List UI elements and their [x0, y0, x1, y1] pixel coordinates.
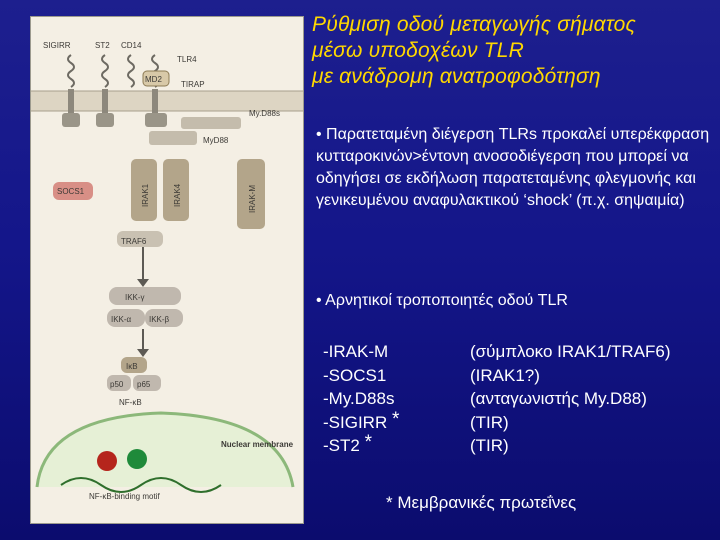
regulator-name: -ST2 * — [323, 432, 372, 455]
regulator-name: -My.D88s — [323, 389, 395, 408]
md2-label: MD2 — [145, 75, 162, 84]
irak4-node — [163, 159, 189, 221]
p65-node — [133, 375, 161, 391]
myd88s-node — [181, 117, 241, 129]
tlr4-label: TLR4 — [177, 55, 197, 64]
myd88s-label: My.D88s — [249, 109, 280, 118]
ikk-alpha-node — [107, 309, 145, 327]
p50-label: p50 — [110, 380, 124, 389]
cd14-label: CD14 — [121, 41, 142, 50]
title-line-2: μέσω υποδοχέων TLR — [312, 39, 524, 62]
red-nfkb-subunit — [97, 451, 117, 471]
socs1-node — [53, 182, 93, 200]
irak4-label: IRAK4 — [173, 183, 182, 207]
myd88-label: MyD88 — [203, 136, 229, 145]
title-line-1: Ρύθμιση οδού μεταγωγής σήματος — [312, 13, 636, 36]
tlr-pathway-figure: SIGIRR ST2 CD14 TLR4 MD2 TIRAP My.D88s — [30, 16, 304, 524]
title-line-3: με ανάδρομη ανατροφοδότηση — [312, 65, 601, 88]
st2-receptor — [96, 54, 114, 127]
bullet-negative-regulators: • Αρνητικοί τροποποιητές οδού TLR — [316, 292, 568, 309]
regulator-detail: (σύμπλοκο IRAK1/TRAF6) — [470, 342, 671, 361]
socs1-label: SOCS1 — [57, 187, 85, 196]
regulator-name: -IRAK-M — [323, 342, 389, 361]
pathway-diagram: SIGIRR ST2 CD14 TLR4 MD2 TIRAP My.D88s — [31, 41, 303, 501]
slide-title: Ρύθμιση οδού μεταγωγής σήματος μέσω υποδ… — [312, 12, 716, 90]
nuclear-membrane-label: Nuclear membrane — [221, 440, 294, 449]
green-nfkb-subunit — [127, 449, 147, 469]
irak1-label: IRAK1 — [141, 183, 150, 207]
myd88-node — [149, 131, 197, 145]
sigirr-label: SIGIRR — [43, 41, 71, 50]
regulator-detail: (IRAK1?) — [470, 365, 540, 385]
st2-label: ST2 — [95, 41, 110, 50]
bullet-prolonged-stimulation: • Παρατεταμένη διέγερση TLRs προκαλεί υπ… — [316, 126, 710, 209]
regulator-name: -SIGIRR * — [323, 408, 400, 432]
ikk-beta-node — [145, 309, 183, 327]
nucleus — [35, 411, 295, 488]
p50-node — [107, 375, 131, 391]
p65-label: p65 — [137, 380, 151, 389]
motif-label: NF-κB-binding motif — [89, 492, 160, 501]
regulator-details: (σύμπλοκο IRAK1/TRAF6) (IRAK1?) (ανταγων… — [470, 340, 671, 458]
regulator-detail: (TIR) — [470, 412, 509, 432]
ikb-label: IκB — [126, 362, 138, 371]
ikk-gamma-node — [109, 287, 181, 305]
regulator-detail: (TIR) — [470, 436, 509, 455]
traf6-label: TRAF6 — [121, 237, 147, 246]
irakm-node — [237, 159, 265, 229]
regulator-names: -IRAK-M -SOCS1 -My.D88s -SIGIRR * -ST2 * — [323, 340, 399, 458]
regulator-name: -SOCS1 — [323, 365, 387, 385]
tirap-label: TIRAP — [181, 80, 205, 89]
sigirr-receptor — [62, 54, 80, 127]
nfkb-label: NF-κB — [119, 398, 142, 407]
irakm-label: IRAK-M — [248, 185, 257, 213]
regulator-detail: (ανταγωνιστής My.D88) — [470, 389, 647, 408]
membrane-proteins-footnote: * Μεμβρανικές πρωτεΐνες — [386, 493, 577, 512]
dna-strand — [60, 477, 222, 493]
traf6-node — [117, 231, 163, 247]
ikk-gamma-label: IKK-γ — [125, 293, 145, 302]
ikk-beta-label: IKK-β — [149, 315, 170, 324]
ikb-node — [121, 357, 147, 373]
ikk-alpha-label: IKK-α — [111, 315, 132, 324]
plasma-membrane — [31, 91, 303, 111]
cd14-receptor — [127, 54, 135, 88]
irak1-node — [131, 159, 157, 221]
md2-node — [142, 70, 170, 87]
